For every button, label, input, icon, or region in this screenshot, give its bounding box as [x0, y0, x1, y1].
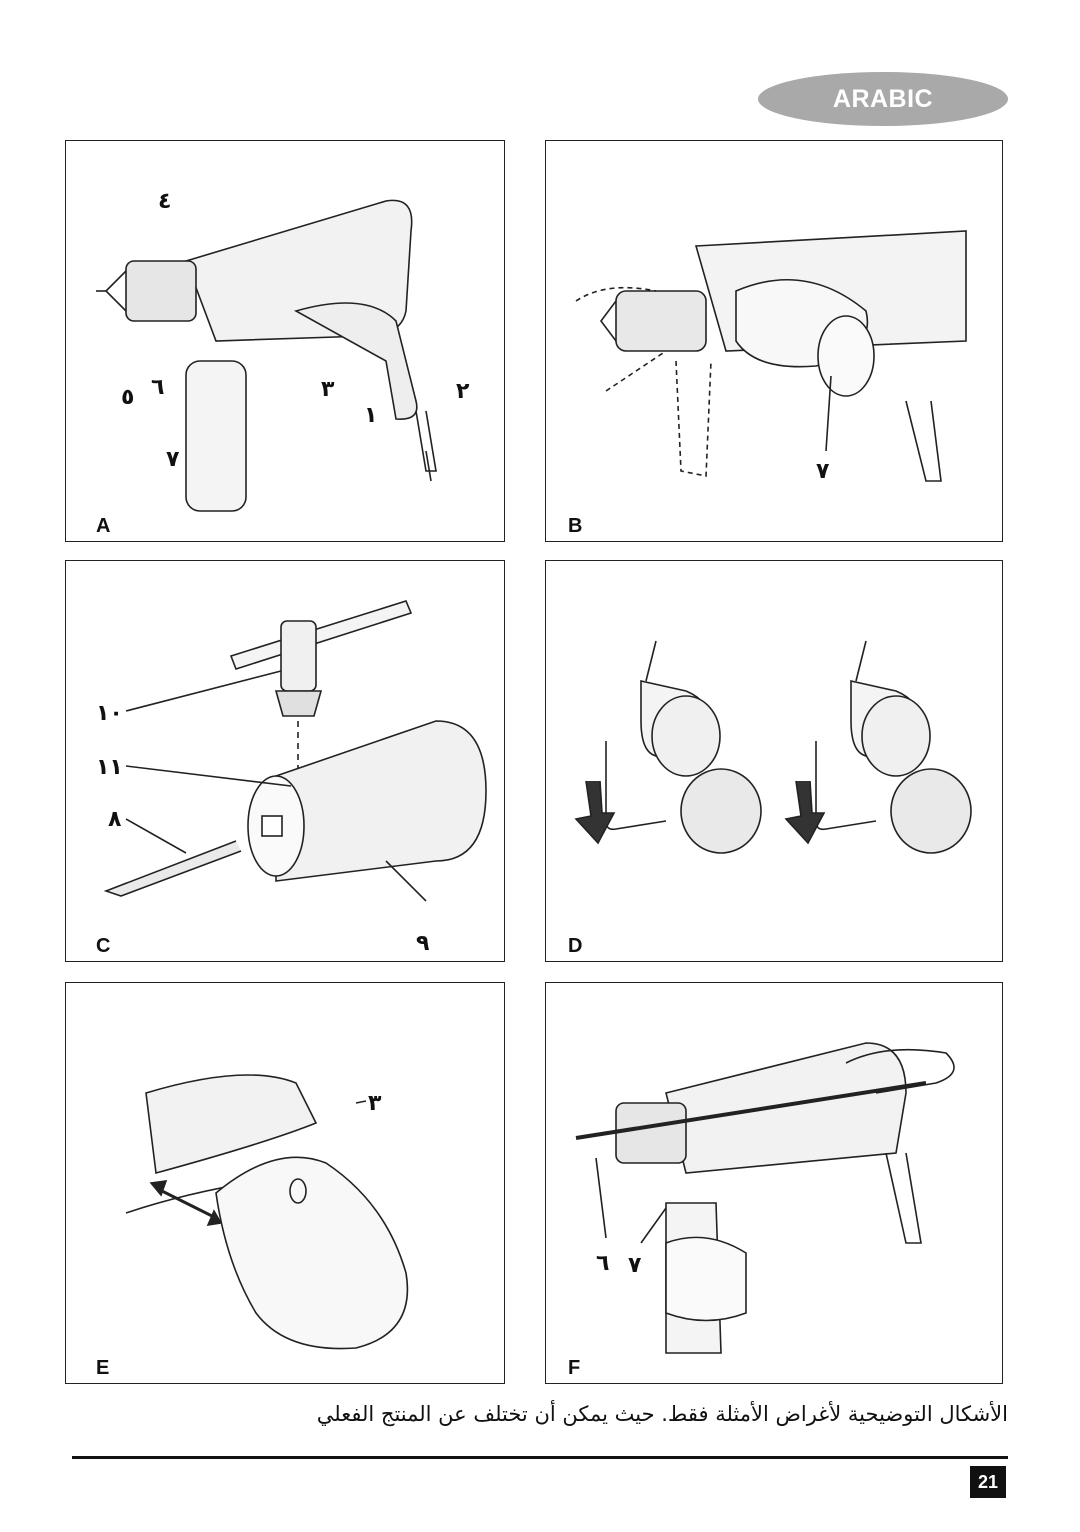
drill-side-illustration: [96, 199, 437, 512]
panel-label-c: C: [96, 935, 111, 957]
page-number: 21: [970, 1466, 1006, 1498]
callout-1: ١: [364, 403, 378, 428]
callout-7: ٧: [628, 1253, 642, 1278]
disclaimer-caption: الأشكال التوضيحية لأغراض الأمثلة فقط. حي…: [316, 1402, 1008, 1426]
panel-label-d: D: [568, 935, 583, 957]
callout-5: ٥: [121, 385, 135, 410]
callout-3: ٣: [321, 377, 335, 402]
figure-panel-d: D: [545, 560, 1003, 962]
side-handle-rotation-illustration: [575, 230, 967, 482]
callout-2: ٢: [456, 379, 470, 404]
chuck-key-illustration: [103, 600, 487, 902]
callout-7: ٧: [166, 447, 180, 472]
panel-label-f: F: [568, 1357, 581, 1379]
figure-panel-e: ٣ E: [65, 982, 505, 1384]
footer-rule: [72, 1456, 1008, 1459]
callout-7: ٧: [816, 459, 830, 484]
callout-10: ١٠: [96, 701, 123, 726]
trigger-operation-illustration: [125, 1074, 409, 1350]
figure-panel-a: ٤ ٥ ٦ ٣ ٢ ١ ٧ A: [65, 140, 505, 542]
panel-label-e: E: [96, 1357, 110, 1379]
callout-4: ٤: [158, 189, 172, 214]
figure-panel-c: ١٠ ١١ ٨ ٩ C: [65, 560, 505, 962]
callout-6: ٦: [151, 375, 165, 400]
chuck-removal-illustration: [574, 640, 972, 854]
callout-3: ٣: [368, 1091, 382, 1116]
panel-label-b: B: [568, 515, 583, 537]
callout-6: ٦: [596, 1251, 610, 1276]
figure-panel-b: ٧ B: [545, 140, 1003, 542]
language-badge: ARABIC: [758, 72, 1008, 126]
callout-11: ١١: [96, 755, 123, 780]
callout-8: ٨: [108, 807, 122, 832]
callout-9: ٩: [416, 931, 430, 956]
depth-stop-illustration: [575, 1042, 955, 1354]
panel-label-a: A: [96, 515, 111, 537]
figure-panel-f: ٦ ٧ F: [545, 982, 1003, 1384]
